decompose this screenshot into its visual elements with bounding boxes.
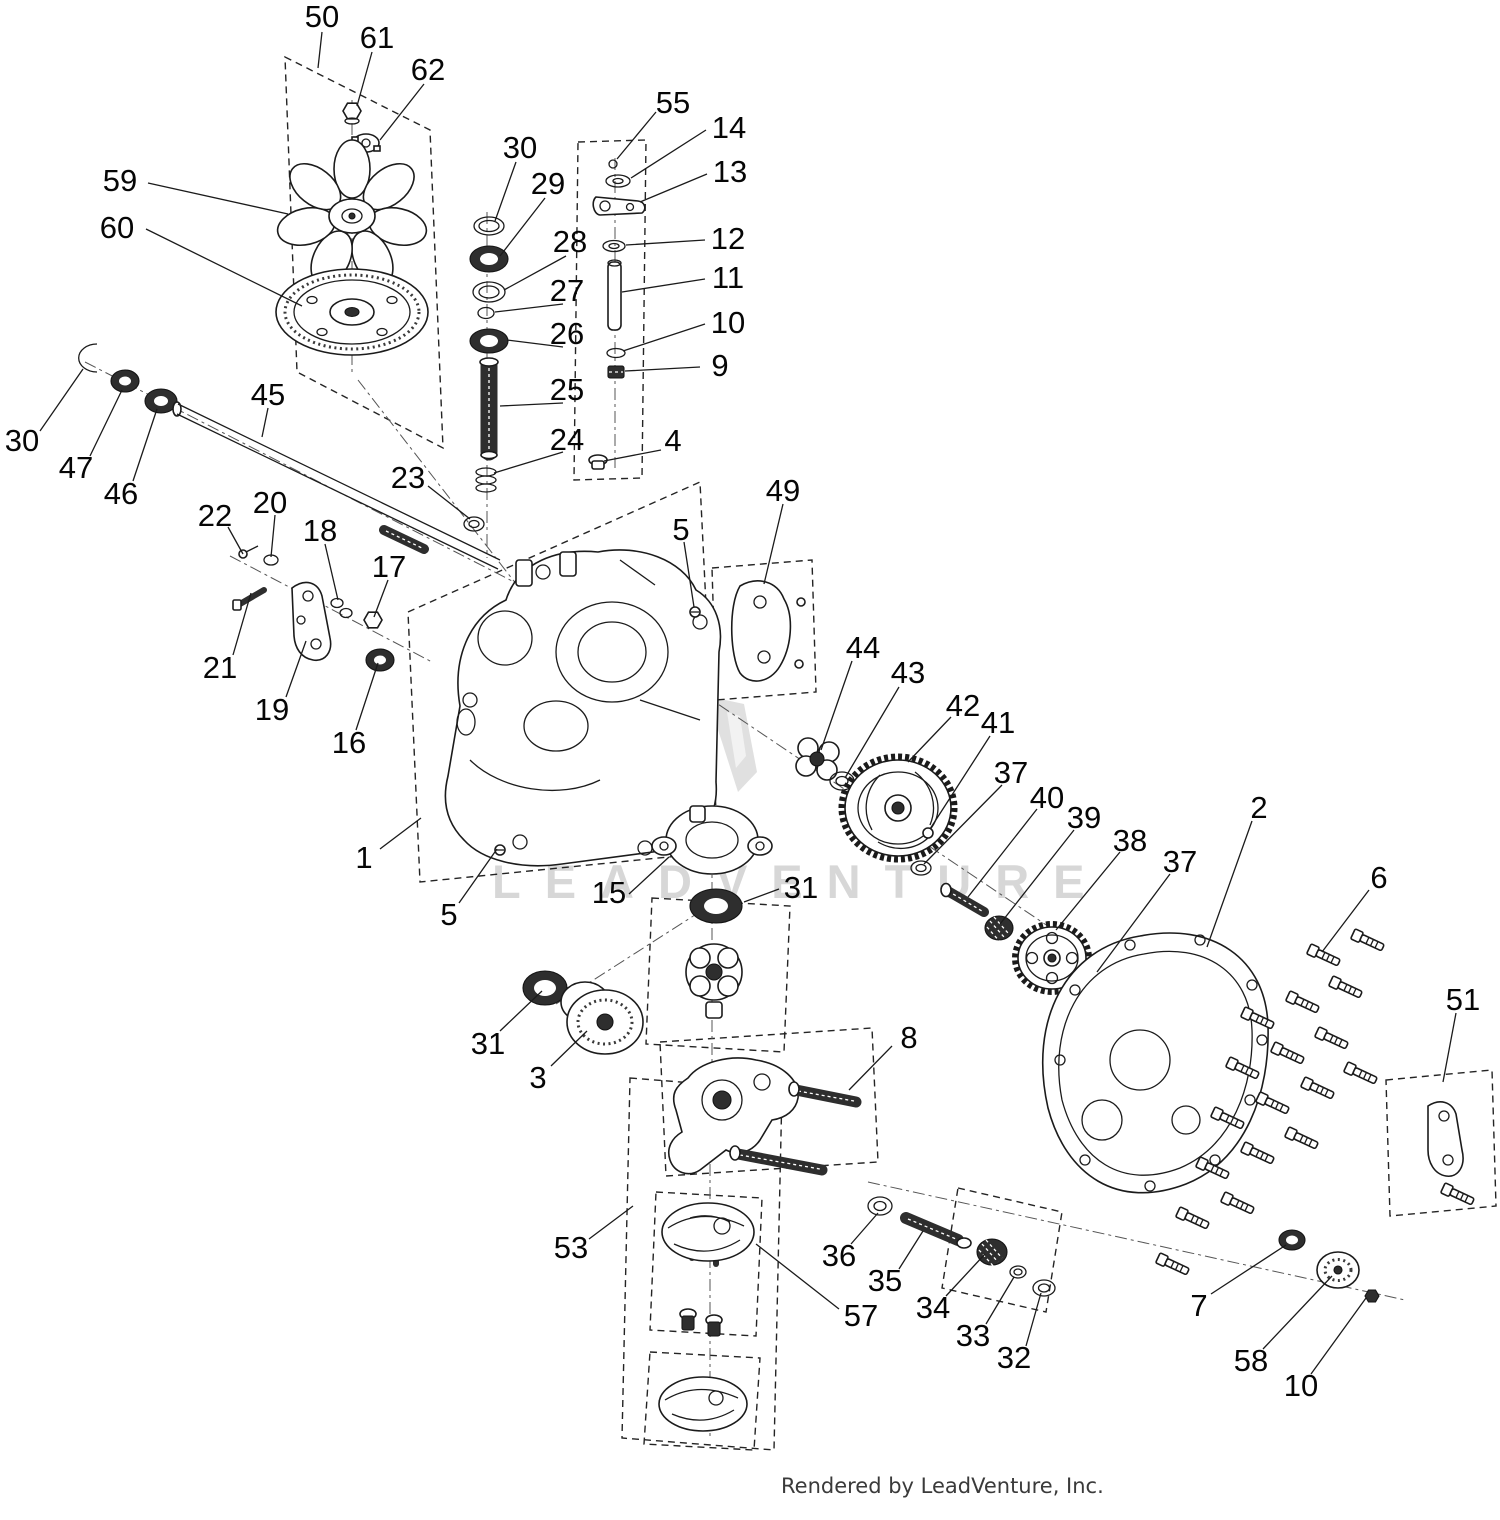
- part-fan-59: [273, 139, 431, 294]
- part-bearing-26: [469, 328, 509, 354]
- box-filter-lower: [643, 1351, 761, 1451]
- callout-leader-lines: [39, 31, 1457, 1375]
- watermark-text: LEADVENTURE: [492, 855, 1109, 908]
- part-pinion-39: [984, 915, 1014, 944]
- part-plate-13: [592, 196, 646, 216]
- part-bracket-51: [1427, 1101, 1476, 1208]
- part-screw-5b: [494, 844, 506, 856]
- box-gear-34: [941, 1187, 1063, 1313]
- part-ball-41: [922, 827, 934, 839]
- part-washer-33: [1009, 1265, 1027, 1279]
- part-bolt-8a: [788, 1081, 862, 1108]
- part-washer-23: [463, 516, 485, 532]
- part-spring-24: [475, 467, 497, 493]
- part-fan-assembly: [273, 102, 431, 356]
- part-screw-5a: [689, 606, 701, 618]
- part-rod-11: [607, 259, 622, 331]
- part-shaft-40: [940, 882, 989, 917]
- part-bearing-31b: [522, 970, 568, 1006]
- part-bearing-46: [144, 388, 178, 414]
- part-pulley-60: [275, 268, 429, 356]
- box-filter-57: [649, 1191, 763, 1337]
- part-bolt-8b: [729, 1145, 828, 1176]
- box-fan-group: [284, 55, 444, 450]
- part-snapring-30: [78, 343, 98, 373]
- part-shaft-25: [479, 357, 499, 461]
- part-gear-42: [838, 753, 958, 863]
- part-axle-shaft-group: [78, 343, 501, 672]
- part-shaft-35: [900, 1212, 972, 1249]
- part-washer-12: [602, 239, 626, 253]
- part-washer-36: [867, 1196, 893, 1216]
- part-plug-4: [588, 454, 608, 470]
- part-sprocket-58: [1316, 1251, 1360, 1289]
- part-cluster-block: [685, 943, 743, 1019]
- part-nut-9: [607, 365, 625, 379]
- part-washer-10: [606, 347, 626, 359]
- part-pulley-3: [560, 981, 644, 1055]
- part-seal-16: [365, 648, 395, 672]
- part-filter-57: [661, 1202, 755, 1262]
- part-washer-32: [1032, 1279, 1056, 1297]
- part-oring-30: [473, 216, 505, 236]
- part-plate-19: [291, 581, 332, 662]
- box-bracket-8: [659, 1027, 879, 1177]
- box-cluster-group: [645, 897, 791, 1053]
- part-bearing-31a: [689, 888, 743, 924]
- part-bearing-47: [110, 369, 140, 393]
- part-plugs-53: [679, 1308, 723, 1337]
- part-filter-lower: [658, 1376, 748, 1432]
- part-nut-10: [1364, 1289, 1380, 1303]
- part-housing-1: [444, 549, 722, 867]
- part-washer-28: [472, 281, 506, 303]
- part-gear-train: [795, 737, 1108, 995]
- part-lower-shaft-group: [867, 1196, 1056, 1297]
- part-shaft-45: [172, 401, 501, 570]
- part-nut-61: [342, 102, 362, 120]
- part-washer-37a: [910, 860, 932, 876]
- part-screw-55: [608, 159, 618, 169]
- part-brake-rod-kit: [592, 159, 646, 379]
- part-washer-14: [605, 174, 631, 188]
- part-ring-27: [477, 306, 495, 320]
- part-bolt-21: [232, 587, 267, 611]
- part-gear-34: [976, 1238, 1008, 1269]
- leadventure-logo: [712, 698, 757, 792]
- part-bracket-49: [730, 580, 806, 682]
- box-bracket-51: [1385, 1069, 1497, 1217]
- part-cluster-44: [795, 737, 840, 781]
- part-nut-17: [363, 611, 383, 629]
- part-input-stack: [463, 216, 509, 532]
- part-bearing-29: [469, 245, 509, 273]
- attribution-text: Rendered by LeadVenture, Inc.: [781, 1474, 1104, 1498]
- part-flange-15: [651, 805, 773, 875]
